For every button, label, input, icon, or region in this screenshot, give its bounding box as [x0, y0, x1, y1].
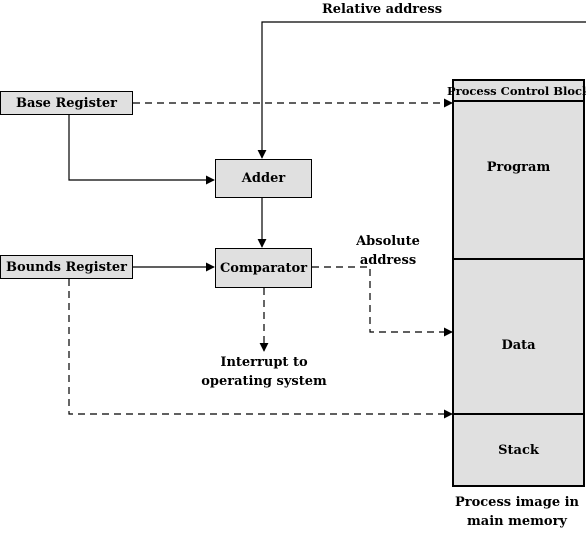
relative-address-arrow — [257, 21, 586, 159]
interrupt-label: Interrupt to operating system — [196, 353, 332, 391]
pcb-header-label: Process Control Block — [447, 83, 586, 98]
stack-section: Stack — [454, 415, 583, 485]
absolute-address-line-1: Absolute — [356, 234, 420, 249]
stack-label: Stack — [498, 442, 539, 458]
adder-box: Adder — [215, 159, 312, 198]
absolute-address-line-2: address — [359, 253, 417, 268]
bounds-to-stack-arrow — [68, 279, 453, 419]
base-to-adder-arrow — [68, 115, 215, 185]
bounds-register-box: Bounds Register — [0, 255, 133, 279]
data-section: Data — [454, 260, 583, 415]
data-label: Data — [501, 338, 536, 353]
base-register-box: Base Register — [0, 91, 133, 115]
process-image-caption-line-1: Process image in — [454, 495, 580, 510]
interrupt-line-2: operating system — [201, 374, 327, 389]
process-image-caption-line-2: main memory — [467, 514, 567, 529]
program-label: Program — [486, 160, 551, 175]
interrupt-line-1: Interrupt to — [220, 355, 308, 370]
process-image: Process Control Block Program Data Stack — [447, 79, 586, 487]
process-image-caption: Process image in main memory — [448, 493, 586, 531]
absolute-address-arrow — [312, 266, 453, 337]
absolute-address-label: Absolute address — [346, 232, 430, 270]
program-section: Program — [454, 102, 583, 260]
comparator-box: Comparator — [215, 248, 312, 288]
relative-address-label: Relative address — [321, 2, 443, 17]
pcb-header: Process Control Block — [447, 81, 586, 102]
